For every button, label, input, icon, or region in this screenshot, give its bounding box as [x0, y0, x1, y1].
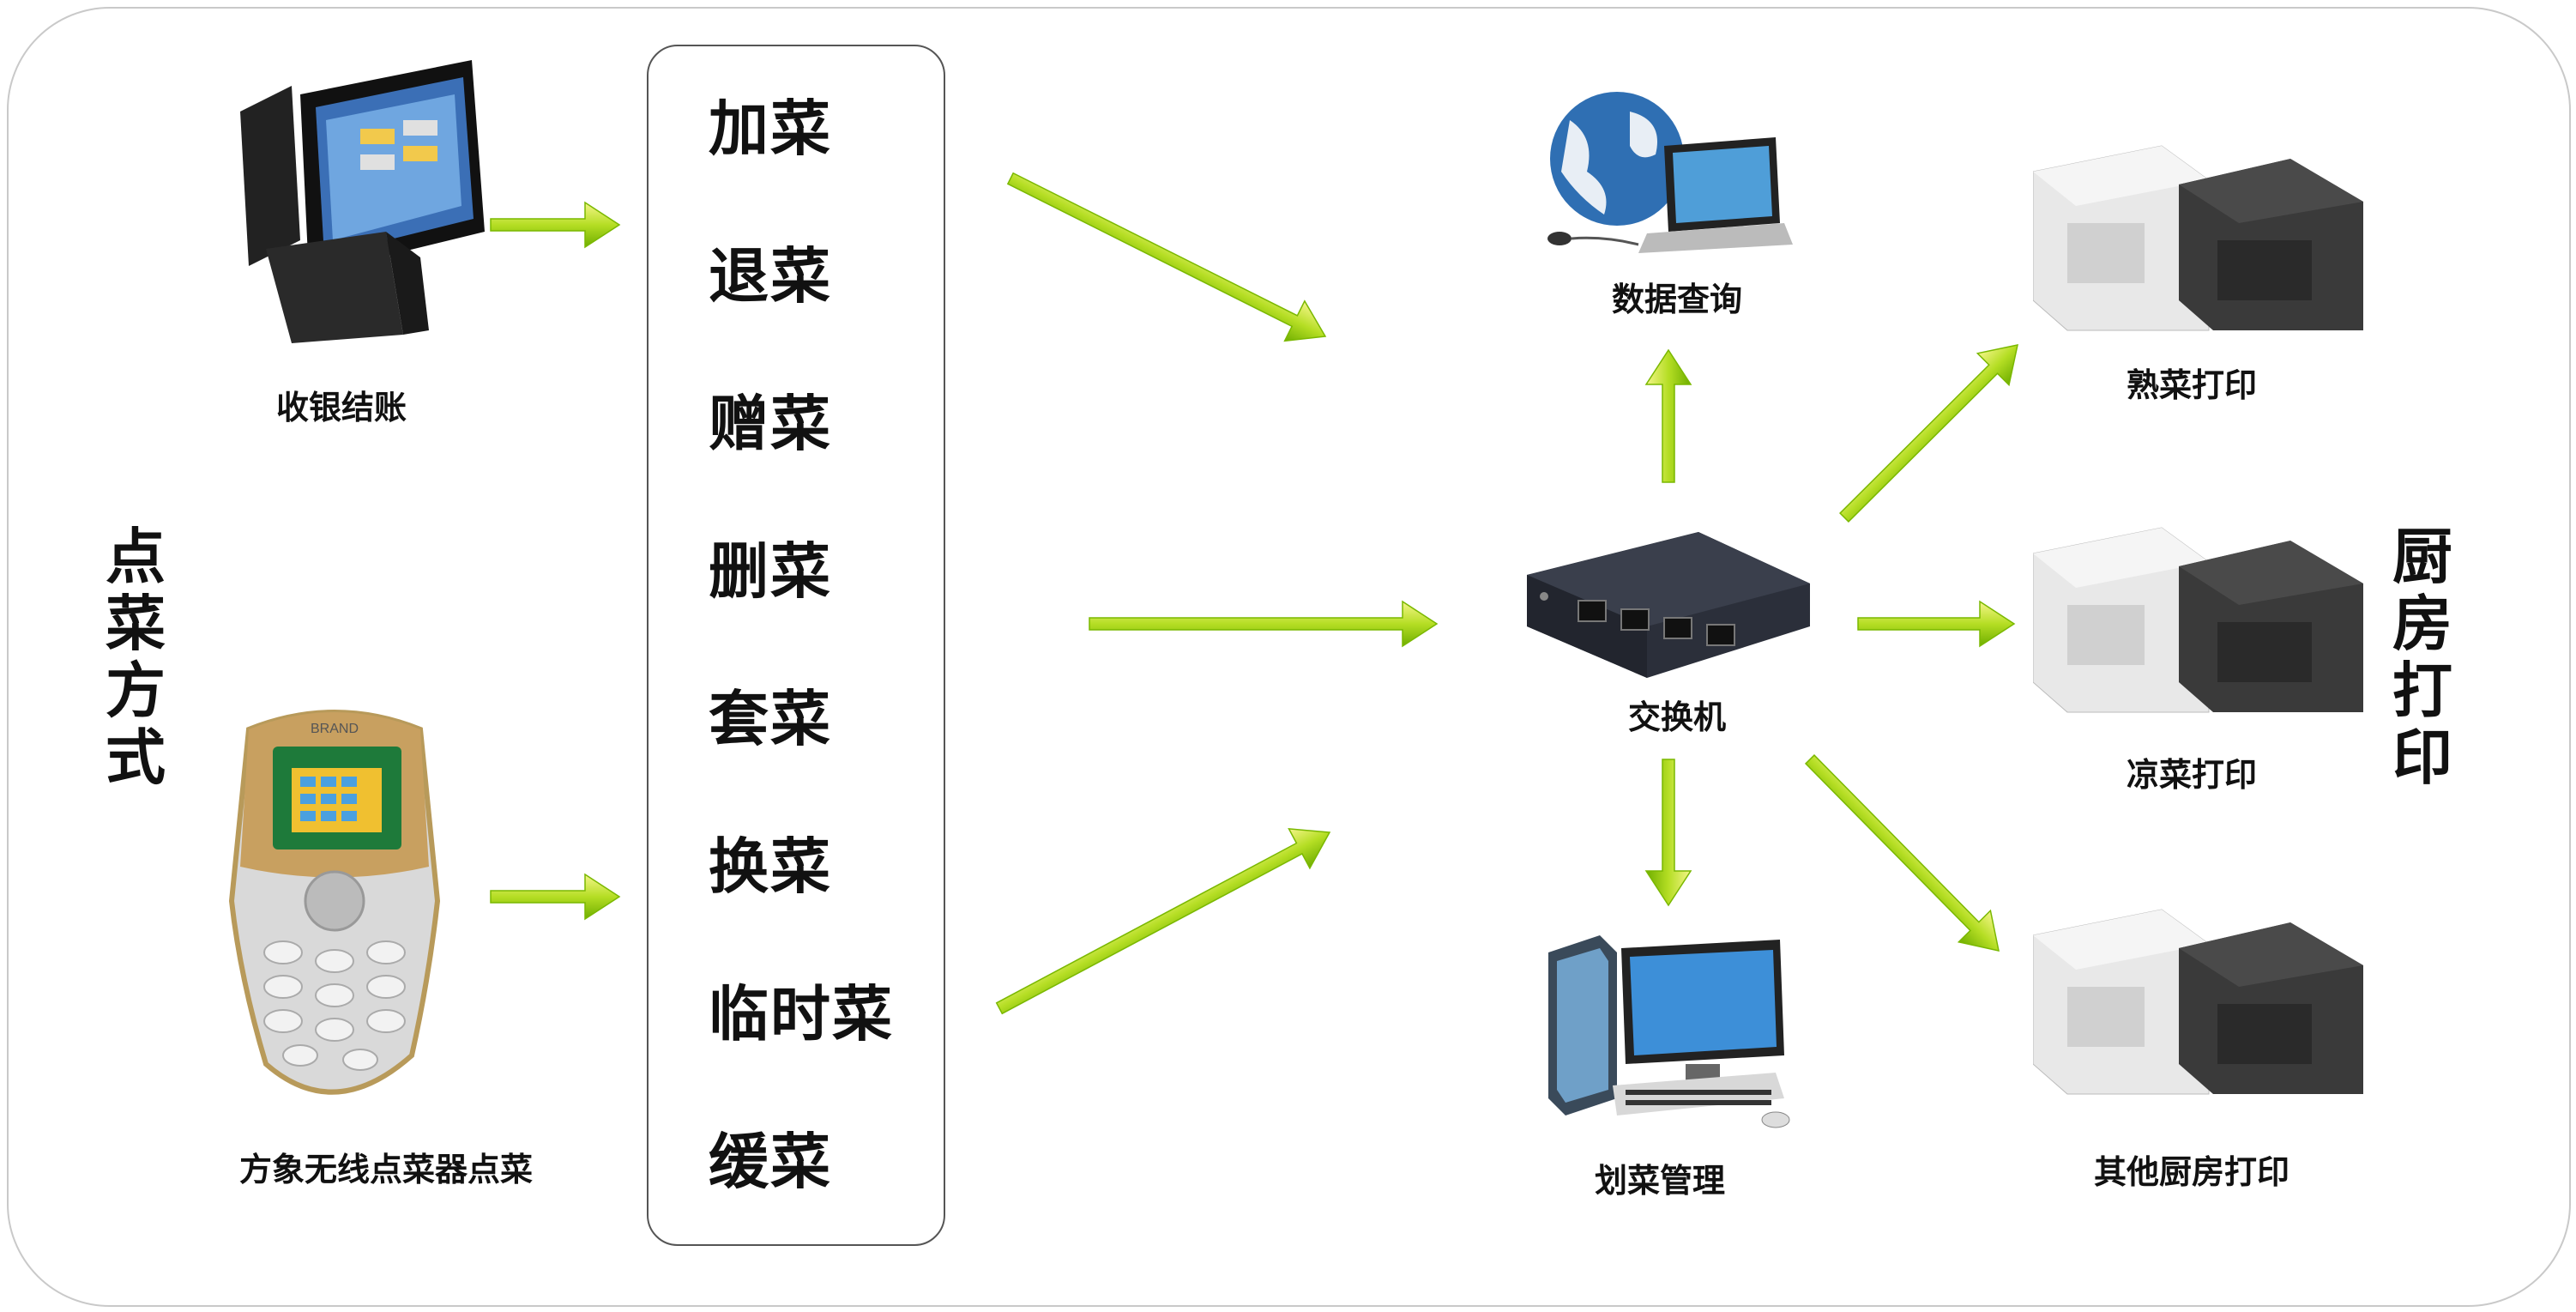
globe-laptop-icon — [1535, 86, 1793, 266]
arrow-switch-to-printer-cold — [1858, 602, 2014, 646]
action-delete-dish: 删菜 — [709, 523, 832, 610]
printer-other-label: 其他厨房打印 — [2094, 1146, 2289, 1193]
arrow-actions-to-switch-mid — [1089, 602, 1437, 646]
desktop-computer-icon — [1540, 927, 1797, 1133]
switch-label: 交换机 — [1628, 691, 1726, 738]
arrow-actions-to-switch-top — [1000, 159, 1335, 356]
action-return-dish: 退菜 — [709, 228, 832, 315]
printer-other-icon — [2033, 888, 2368, 1103]
arrow-switch-to-printer-other — [1794, 744, 2014, 967]
right-vertical-title: 厨 房 打 印 — [2388, 523, 2457, 791]
dish-mgmt-label: 划菜管理 — [1595, 1154, 1725, 1201]
printer-cold-label: 凉菜打印 — [2127, 748, 2257, 795]
action-add-dish: 加菜 — [709, 81, 832, 167]
action-delay-dish: 缓菜 — [709, 1114, 832, 1200]
arrow-switch-to-dish-mgmt — [1646, 759, 1691, 905]
handheld-label: 方象无线点菜器点菜 — [239, 1143, 533, 1190]
arrow-actions-to-switch-bottom — [989, 813, 1340, 1028]
order-actions-box: 加菜 退菜 赠菜 删菜 套菜 换菜 临时菜 缓菜 — [647, 45, 945, 1246]
action-gift-dish: 赠菜 — [709, 376, 832, 463]
action-swap-dish: 换菜 — [709, 819, 832, 905]
arrow-pos-to-actions — [491, 203, 619, 247]
handheld-brand-text: BRAND — [311, 722, 359, 736]
pos-label: 收银结账 — [276, 381, 407, 428]
handheld-order-device-icon: BRAND — [214, 695, 455, 1124]
data-query-label: 数据查询 — [1612, 273, 1742, 320]
pos-terminal-icon — [189, 60, 489, 352]
arrow-switch-to-query — [1646, 350, 1691, 482]
left-vertical-title: 点 菜 方 式 — [101, 523, 170, 791]
action-set-meal: 套菜 — [709, 671, 832, 758]
arrow-switch-to-printer-hot — [1829, 330, 2034, 534]
action-temp-dish: 临时菜 — [709, 966, 894, 1053]
arrow-handheld-to-actions — [491, 874, 619, 919]
printer-hot-icon — [2033, 129, 2368, 335]
printer-cold-icon — [2033, 506, 2368, 721]
printer-hot-label: 熟菜打印 — [2127, 359, 2257, 406]
network-switch-icon — [1527, 532, 1810, 678]
